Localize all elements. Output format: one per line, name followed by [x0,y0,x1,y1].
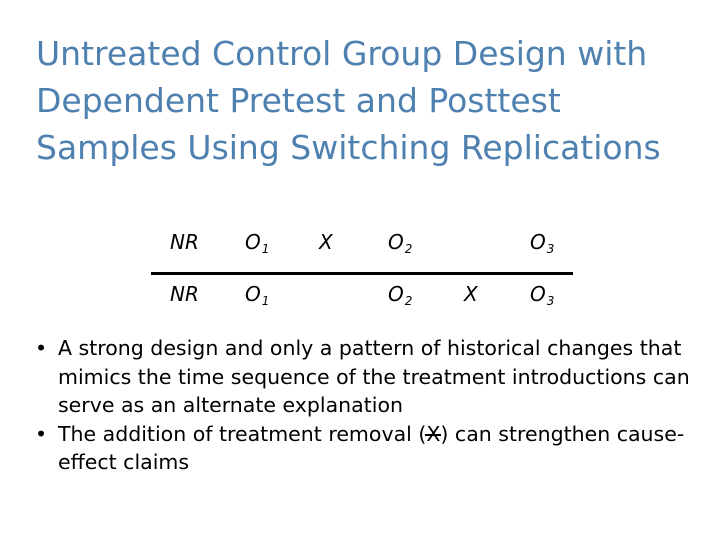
bullet-dot-icon: • [35,336,48,360]
list-item-text: A strong design and only a pattern of hi… [58,336,690,417]
cell-nr-row2: NR [170,282,199,306]
list-item-text-before: The addition of treatment removal ( [58,421,427,446]
cell-o1-row2: O1 [245,282,270,308]
cell-o1-row1: O1 [245,230,270,256]
cell-o2-row2: O2 [388,282,413,308]
bullet-list: • A strong design and only a pattern of … [24,334,704,477]
cell-x-row2: X [464,282,478,306]
group-divider-rule [151,272,573,275]
design-notation-table: NR O1 X O2 O3 NR O1 O2 X O3 [0,228,720,326]
page-title: Untreated Control Group Design with Depe… [36,34,661,167]
cell-x-row1: X [319,230,333,254]
list-item-text: The addition of treatment removal (X) ca… [58,420,704,477]
cell-o3-row2: O3 [530,282,555,308]
cell-o2-row1: O2 [388,230,413,256]
treatment-removal-symbol: X [425,420,442,449]
table-row: NR O1 O2 X O3 [0,280,720,320]
cell-o3-row1: O3 [530,230,555,256]
list-item: • The addition of treatment removal (X) … [24,420,704,477]
cell-nr-row1: NR [170,230,199,254]
bullet-dot-icon: • [35,421,48,446]
table-row: NR O1 X O2 O3 [0,228,720,268]
list-item: • A strong design and only a pattern of … [24,334,704,420]
list-item-text-after: ) can strengthen cause-effect claims [58,421,685,475]
